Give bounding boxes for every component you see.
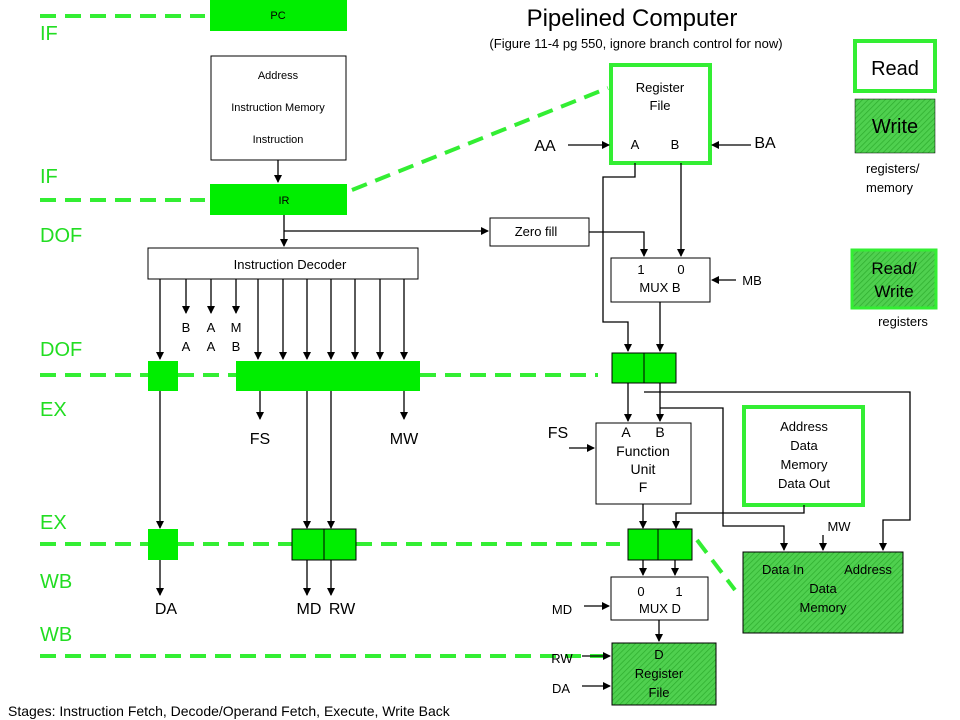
legend-write-caption-2: memory xyxy=(866,180,913,195)
legend-write-caption-1: registers/ xyxy=(866,161,920,176)
decoder-label: Instruction Decoder xyxy=(234,257,347,272)
register-file-read xyxy=(609,63,712,165)
page-title: Pipelined Computer xyxy=(527,5,738,32)
footer-stages-text: Stages: Instruction Fetch, Decode/Operan… xyxy=(8,703,451,719)
pipeline-register-da-dof xyxy=(148,361,178,391)
regfile-port-a: A xyxy=(631,137,640,152)
dreg-register-label: Register xyxy=(635,666,684,681)
decoder-outputs xyxy=(156,279,408,360)
pipeline-register-control-dof xyxy=(236,361,420,391)
legend-readwrite-label-1: Read/ xyxy=(871,259,917,278)
da-select-label: DA xyxy=(552,681,570,696)
function-unit xyxy=(595,422,692,505)
regfile-label-2: File xyxy=(650,98,671,113)
rw-output-label: RW xyxy=(329,601,356,618)
ir-label: IR xyxy=(279,195,290,207)
pc-label: PC xyxy=(270,10,285,22)
fu-port-a: A xyxy=(621,424,631,440)
zero-fill-label: Zero fill xyxy=(515,224,558,239)
mux-d xyxy=(610,576,709,621)
legend-write-label: Write xyxy=(872,116,918,138)
mw-memory-label: MW xyxy=(827,519,851,534)
aa-signal-label-top: A xyxy=(207,320,216,335)
md-select-label: MD xyxy=(552,602,572,617)
mux-b-input-1: 1 xyxy=(637,262,644,277)
pipeline-register-dataout xyxy=(657,528,693,561)
legend-write-swatch xyxy=(854,98,936,154)
fu-label-3: F xyxy=(639,479,648,495)
rdmem-address-label: Address xyxy=(780,419,828,434)
pipeline-register-da-ex xyxy=(148,529,178,560)
da-output-label: DA xyxy=(155,601,178,618)
pipeline-register-a-dof xyxy=(611,352,645,384)
data-memory-read xyxy=(742,405,865,507)
rdmem-memory-label: Memory xyxy=(781,457,828,472)
fu-port-b: B xyxy=(655,424,664,440)
legend-read-label: Read xyxy=(871,58,919,80)
page-subtitle: (Figure 11-4 pg 550, ignore branch contr… xyxy=(489,36,782,51)
fs-select-label: FS xyxy=(548,425,568,442)
legend-readwrite-swatch xyxy=(850,248,938,310)
register-file-write xyxy=(611,642,717,706)
stage-label-if-top: IF xyxy=(40,23,58,45)
data-memory-write xyxy=(742,551,904,634)
regfile-label-1: Register xyxy=(636,80,685,95)
instruction-memory xyxy=(210,55,347,161)
fs-control-label: FS xyxy=(250,431,270,448)
rdmem-data-label: Data xyxy=(790,438,818,453)
mb-select-label: MB xyxy=(742,273,762,288)
wrmem-datain-label: Data In xyxy=(762,562,804,577)
pipeline-register-b-dof xyxy=(643,352,677,384)
mux-b-label: MUX B xyxy=(639,280,680,295)
instruction-decoder xyxy=(147,247,419,280)
dreg-d-label: D xyxy=(654,647,663,662)
ba-input-label: BA xyxy=(754,135,776,152)
dreg-file-label: File xyxy=(649,685,670,700)
mb-signal-label-top: M xyxy=(231,320,242,335)
instruction-register xyxy=(210,184,347,215)
legend-readwrite-label-2: Write xyxy=(874,282,913,301)
fu-label-1: Function xyxy=(616,443,670,459)
mux-d-label: MUX D xyxy=(639,601,681,616)
mw-control-label: MW xyxy=(390,431,419,448)
legend-read-swatch xyxy=(853,39,937,93)
pipeline-register-md xyxy=(291,528,325,561)
legend-readwrite-caption: registers xyxy=(878,314,928,329)
stage-label-dof-bottom: DOF xyxy=(40,339,82,361)
stage-label-wb-bottom: WB xyxy=(40,624,72,646)
rdmem-dataout-label: Data Out xyxy=(778,476,830,491)
pipeline-register-rw xyxy=(323,528,357,561)
aa-signal-label-bottom: A xyxy=(207,339,216,354)
stage-label-if-bottom: IF xyxy=(40,166,58,188)
ba-signal-label-top: B xyxy=(182,320,191,335)
rw-select-label: RW xyxy=(551,651,573,666)
mux-d-input-0: 0 xyxy=(637,584,644,599)
pipeline-register-f xyxy=(627,528,659,561)
md-output-label: MD xyxy=(297,601,322,618)
mux-b-input-0: 0 xyxy=(677,262,684,277)
imem-address-label: Address xyxy=(258,70,299,82)
mux-d-input-1: 1 xyxy=(675,584,682,599)
mb-signal-label-bottom: B xyxy=(232,339,241,354)
stage-boundaries xyxy=(40,14,737,658)
wrmem-address-label: Address xyxy=(844,562,892,577)
imem-title-label: Instruction Memory xyxy=(231,102,325,114)
stage-label-ex-bottom: EX xyxy=(40,512,67,534)
stage-label-ex-top: EX xyxy=(40,399,67,421)
ba-signal-label-bottom: A xyxy=(182,339,191,354)
fu-label-2: Unit xyxy=(631,461,656,477)
wrmem-memory-label: Memory xyxy=(800,600,847,615)
imem-instruction-label: Instruction xyxy=(253,134,304,146)
wrmem-data-label: Data xyxy=(809,581,837,596)
regfile-port-b: B xyxy=(671,137,680,152)
stage-label-wb-top: WB xyxy=(40,571,72,593)
stage-label-dof-top: DOF xyxy=(40,225,82,247)
pc-register xyxy=(210,0,347,31)
aa-input-label: AA xyxy=(534,138,556,155)
